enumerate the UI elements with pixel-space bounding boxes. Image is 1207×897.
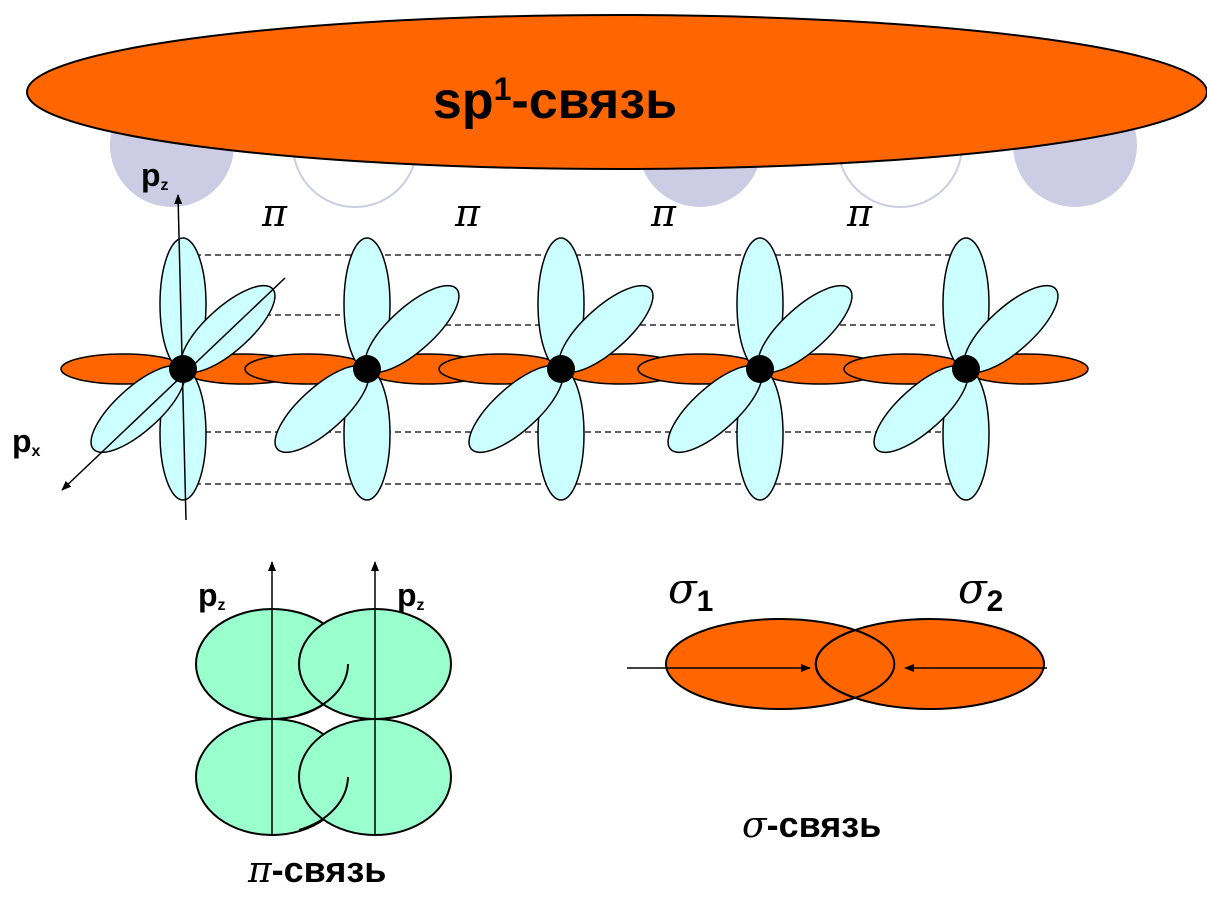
sigma2-label: σ2 bbox=[958, 564, 1003, 618]
axes bbox=[61, 194, 286, 521]
sigma-overlap-outline bbox=[854, 629, 896, 699]
sigma-bond-illustration: σ1 σ2 σ-связь bbox=[627, 564, 1047, 846]
pi-label: π bbox=[454, 191, 481, 235]
pi-label: π bbox=[650, 191, 677, 235]
overlap-outline bbox=[298, 663, 349, 716]
sigma1-label: σ1 bbox=[668, 564, 713, 618]
carbon-nucleus bbox=[353, 355, 381, 383]
carbon-atoms bbox=[60, 237, 1089, 501]
pi-label: π bbox=[261, 191, 288, 235]
pz-label-right: pz bbox=[397, 577, 425, 614]
carbon-nucleus bbox=[746, 355, 774, 383]
svg-text:px: px bbox=[12, 423, 41, 460]
px-label: px bbox=[12, 423, 41, 460]
sp-bond-title: sp1-связь bbox=[433, 71, 677, 130]
pi-bond-caption: π-связь bbox=[247, 849, 386, 891]
carbon-nucleus bbox=[547, 355, 575, 383]
sigma-overlap-outline bbox=[814, 629, 856, 699]
pi-label: π bbox=[846, 191, 873, 235]
carbon-nucleus bbox=[952, 355, 980, 383]
overlap-outline bbox=[298, 776, 349, 831]
x-axis-arrow bbox=[61, 277, 286, 491]
sigma-bond-caption: σ-связь bbox=[742, 804, 881, 846]
svg-text:pz: pz bbox=[141, 157, 169, 194]
sp-orbital-band bbox=[26, 14, 1207, 170]
pi-labels: π π π π bbox=[261, 191, 873, 235]
pz-label-left: pz bbox=[198, 577, 226, 614]
pz-top-label: pz bbox=[141, 157, 169, 194]
sp-bond-ellipse: sp1-связь bbox=[26, 14, 1207, 170]
pi-bond-illustration: pz pz π-связь bbox=[195, 561, 452, 891]
z-axis-arrow bbox=[174, 194, 187, 521]
